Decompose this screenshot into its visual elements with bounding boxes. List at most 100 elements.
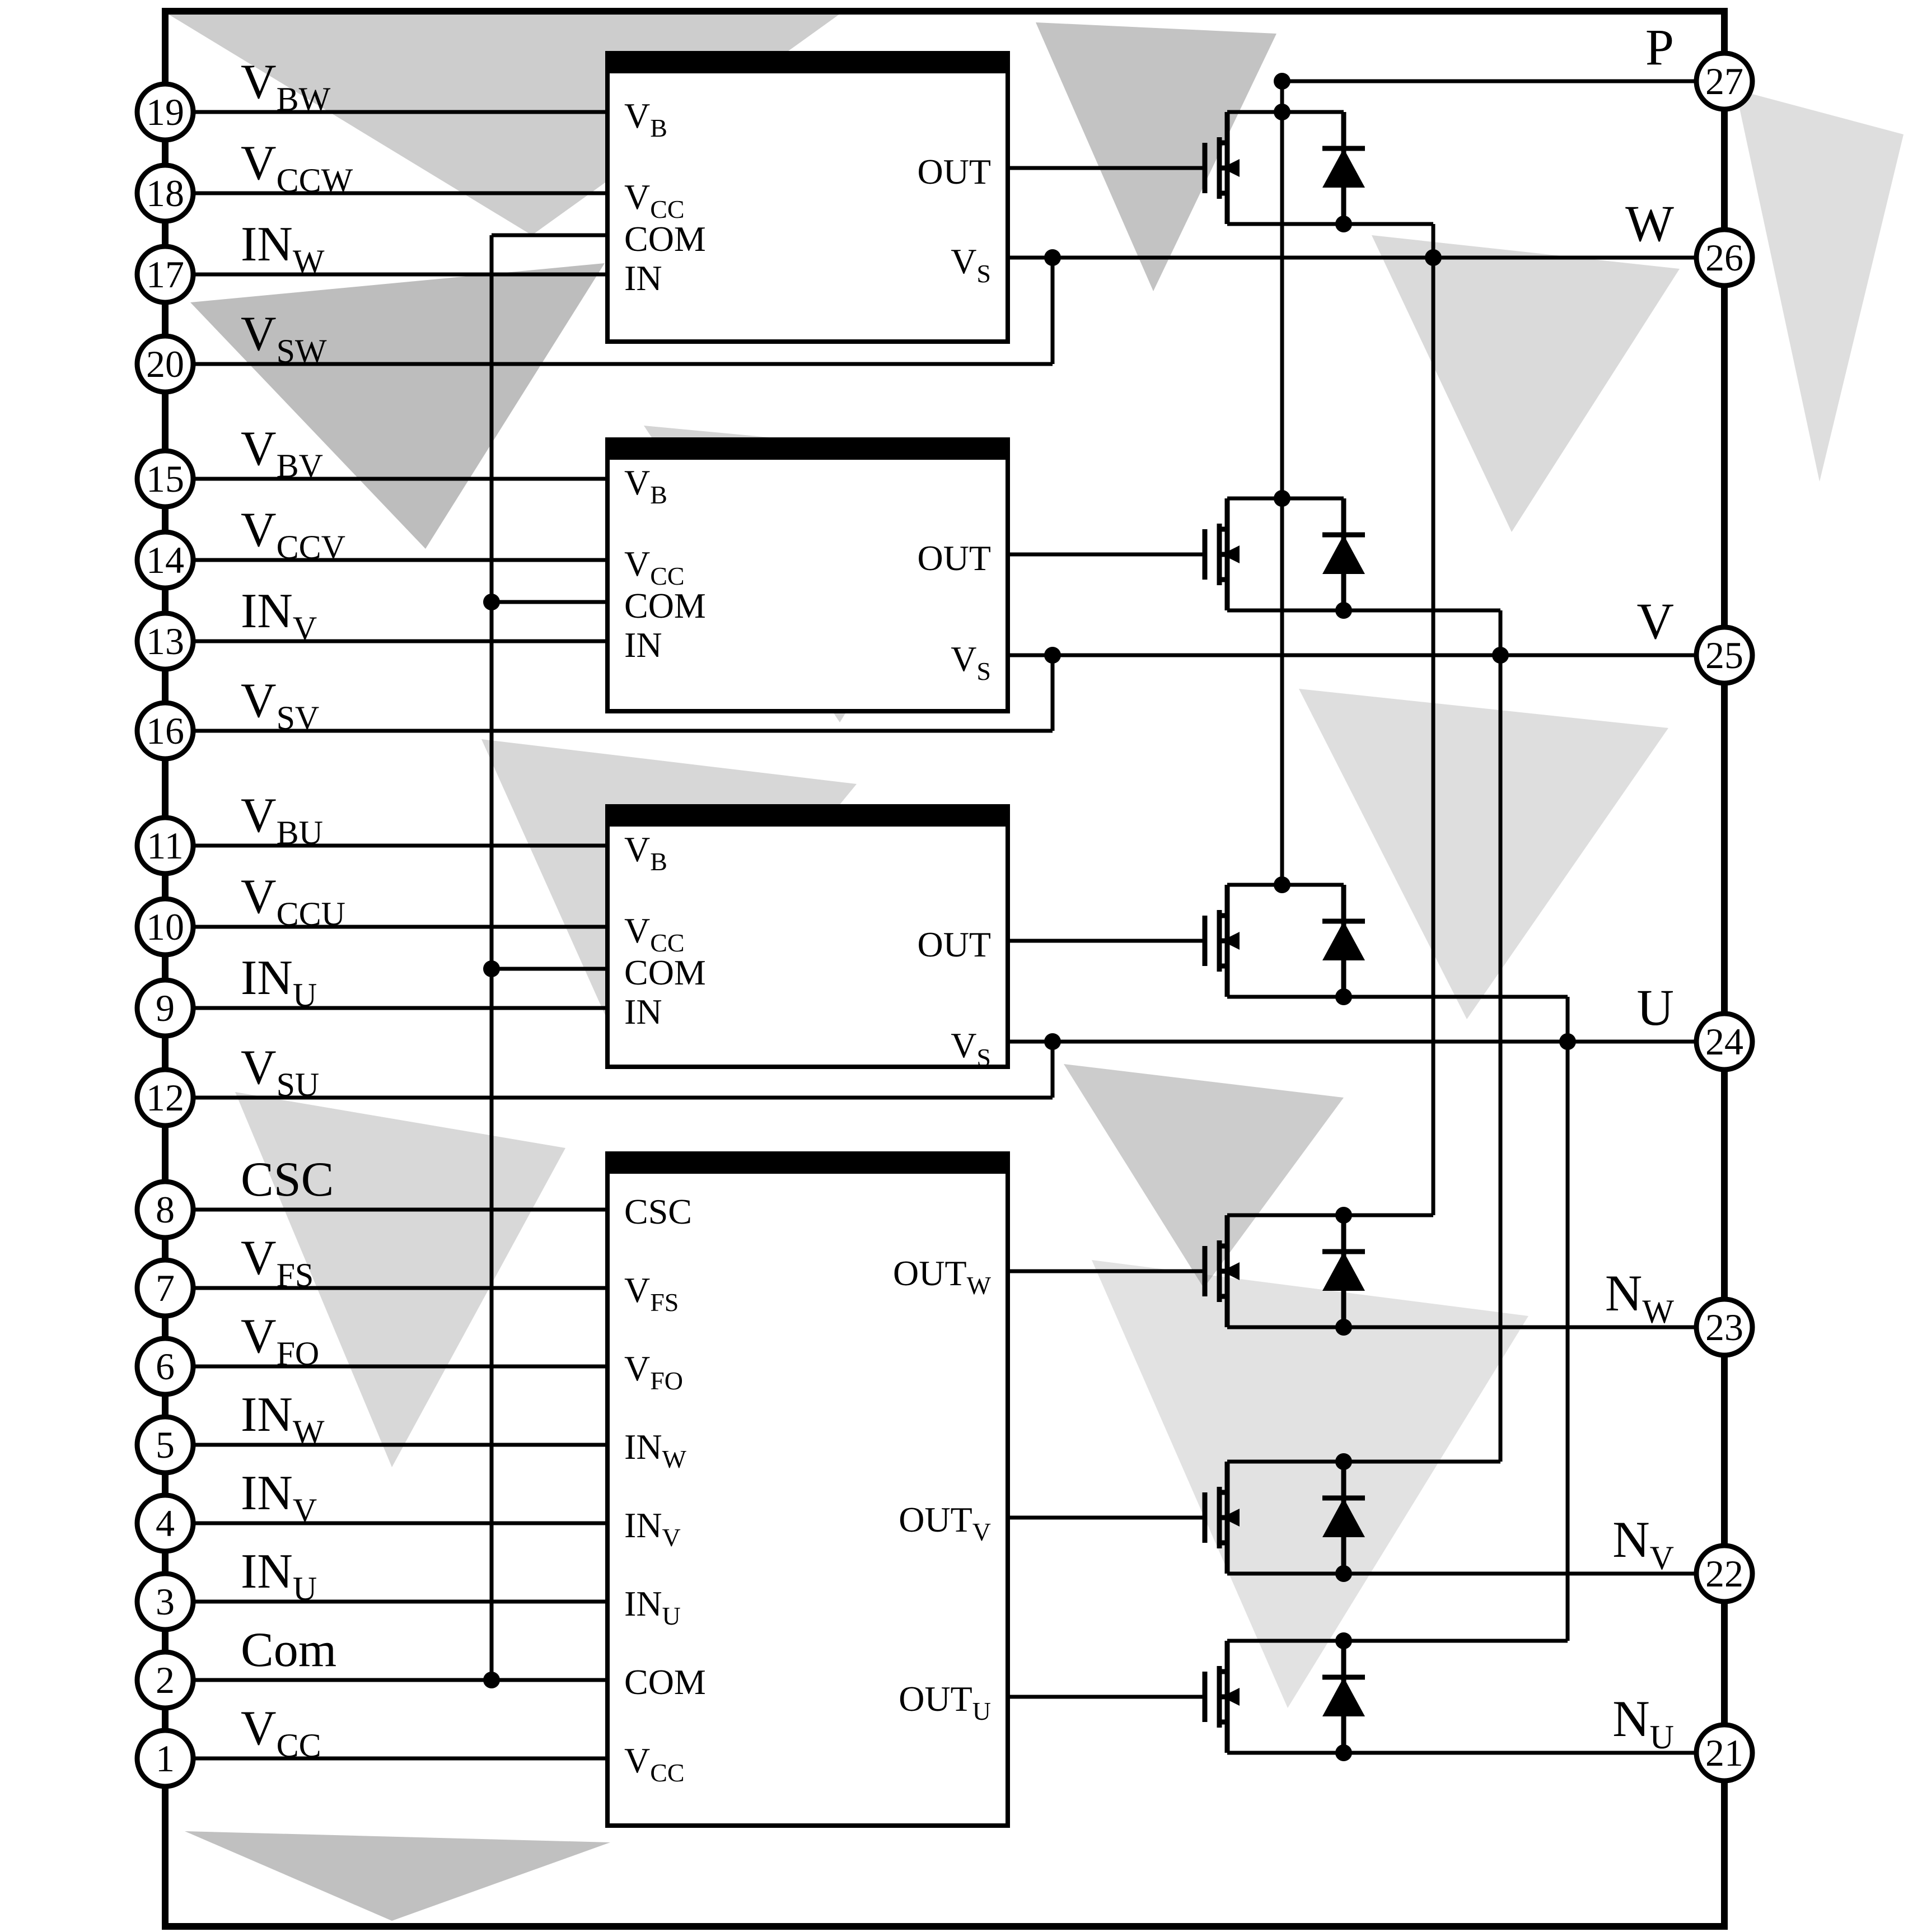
pin-label-p: P — [1645, 18, 1674, 76]
block-label-vfo: VFO — [624, 1348, 683, 1395]
freewheel-diode-high-w — [1322, 112, 1365, 224]
block-label-inw: INW — [624, 1427, 687, 1473]
svg-text:2: 2 — [156, 1659, 175, 1701]
pin-label-w: W — [1625, 195, 1674, 252]
svg-text:27: 27 — [1705, 60, 1743, 102]
left-pin-2: 2 — [134, 1649, 196, 1711]
left-pin-9: 9 — [134, 977, 196, 1039]
left-pin-12: 12 — [134, 1067, 196, 1128]
svg-text:12: 12 — [146, 1076, 184, 1119]
driver-block-header — [607, 440, 1008, 460]
block-label-vs: VS — [951, 639, 991, 685]
svg-text:18: 18 — [146, 172, 184, 214]
low-u-wiring — [1008, 1639, 1696, 1755]
pin-label-inw-high: INW — [241, 217, 325, 280]
svg-text:8: 8 — [156, 1188, 175, 1231]
block-label-out: OUT — [917, 538, 991, 578]
high-side-driver-v: VB VCC COM IN OUT VS — [605, 437, 1010, 713]
left-pin-14: 14 — [134, 529, 196, 591]
left-pin-1: 1 — [134, 1728, 196, 1789]
left-pin-3: 3 — [134, 1571, 196, 1632]
block-label-vs: VS — [951, 1025, 991, 1072]
block-label-com: COM — [624, 586, 706, 626]
noise-artifact — [1372, 235, 1680, 532]
noise-artifact — [1036, 22, 1276, 291]
net-vsw-sense — [193, 258, 1055, 366]
pin-label-vsv: VSV — [241, 674, 319, 736]
phase-u-wiring — [1008, 883, 1696, 1641]
svg-text:19: 19 — [146, 91, 184, 133]
block-label-inu: INU — [624, 1584, 681, 1630]
svg-text:4: 4 — [156, 1502, 175, 1544]
left-pin-20: 20 — [134, 333, 196, 395]
net-vsu-sense — [193, 1042, 1055, 1100]
pin-label-u: U — [1637, 979, 1674, 1036]
com-bus — [489, 233, 607, 1680]
low-v-wiring — [1008, 1459, 1696, 1576]
svg-text:23: 23 — [1705, 1306, 1743, 1348]
pin-label-com: Com — [241, 1623, 336, 1677]
p-bus — [1280, 79, 1696, 885]
block-label-inv: INV — [624, 1505, 681, 1552]
pin-label-inu-low: INU — [241, 1544, 317, 1607]
svg-text:5: 5 — [156, 1424, 175, 1466]
module-border — [162, 8, 1728, 1930]
block-label-vcc: VCC — [624, 544, 685, 590]
block-label-out: OUT — [917, 925, 991, 964]
svg-text:26: 26 — [1705, 236, 1743, 279]
block-label-out: OUT — [917, 152, 991, 192]
left-pin-7: 7 — [134, 1257, 196, 1319]
svg-text:20: 20 — [146, 343, 184, 385]
block-label-in: IN — [624, 258, 662, 298]
svg-text:22: 22 — [1705, 1552, 1743, 1595]
left-pin-15: 15 — [134, 448, 196, 510]
svg-text:11: 11 — [147, 824, 183, 867]
svg-text:1: 1 — [156, 1737, 175, 1780]
block-label-in: IN — [624, 625, 662, 665]
block-label-vcc: VCC — [624, 1740, 685, 1787]
left-pin-10: 10 — [134, 896, 196, 958]
pin-label-csc: CSC — [241, 1152, 334, 1207]
right-pin-21: 21 — [1694, 1722, 1755, 1784]
driver-block-header — [607, 806, 1008, 827]
left-pin-19: 19 — [134, 81, 196, 143]
right-pin-22: 22 — [1694, 1543, 1755, 1604]
block-label-vcc: VCC — [624, 911, 685, 957]
pin-label-inu-high: INU — [241, 951, 317, 1014]
high-side-mosfet-u — [1205, 885, 1240, 997]
block-label-in: IN — [624, 992, 662, 1032]
svg-text:3: 3 — [156, 1580, 175, 1623]
low-w-wiring — [1008, 1213, 1696, 1329]
right-pin-24: 24 — [1694, 1011, 1755, 1072]
left-pin-17: 17 — [134, 244, 196, 305]
noise-artifact — [1064, 1064, 1344, 1288]
left-pin-8: 8 — [134, 1179, 196, 1240]
block-label-vb: VB — [624, 829, 667, 876]
pin-label-inv-low: INV — [241, 1466, 317, 1529]
svg-text:24: 24 — [1705, 1020, 1743, 1063]
pin-label-vfs: VFS — [241, 1231, 314, 1294]
svg-text:17: 17 — [146, 253, 184, 296]
right-pin-27: 27 — [1694, 50, 1755, 112]
svg-text:25: 25 — [1705, 634, 1743, 676]
noise-artifacts — [168, 14, 1904, 1921]
svg-text:21: 21 — [1705, 1732, 1743, 1774]
left-pin-labels: VBW VCCW INW VSW VBV VCCV INV VSV VBU VC… — [241, 55, 353, 1764]
block-label-vcc: VCC — [624, 177, 685, 223]
noise-artifact — [190, 263, 605, 549]
svg-text:10: 10 — [146, 906, 184, 948]
pin-label-inv-high: INV — [241, 584, 317, 647]
block-label-outw: OUTW — [893, 1253, 992, 1300]
left-pin-5: 5 — [134, 1414, 196, 1476]
pin-label-nw: NW — [1605, 1264, 1674, 1330]
left-pin-18: 18 — [134, 162, 196, 224]
freewheel-diode-low-u — [1322, 1641, 1365, 1753]
noise-artifact — [185, 1831, 610, 1921]
pin-label-vbu: VBU — [241, 788, 323, 851]
svg-text:13: 13 — [146, 620, 184, 662]
phase-v-wiring — [1008, 496, 1696, 1462]
pin-label-nv: NV — [1612, 1511, 1674, 1576]
block-label-vs: VS — [951, 241, 991, 288]
pin-label-vccu: VCCU — [241, 870, 345, 932]
